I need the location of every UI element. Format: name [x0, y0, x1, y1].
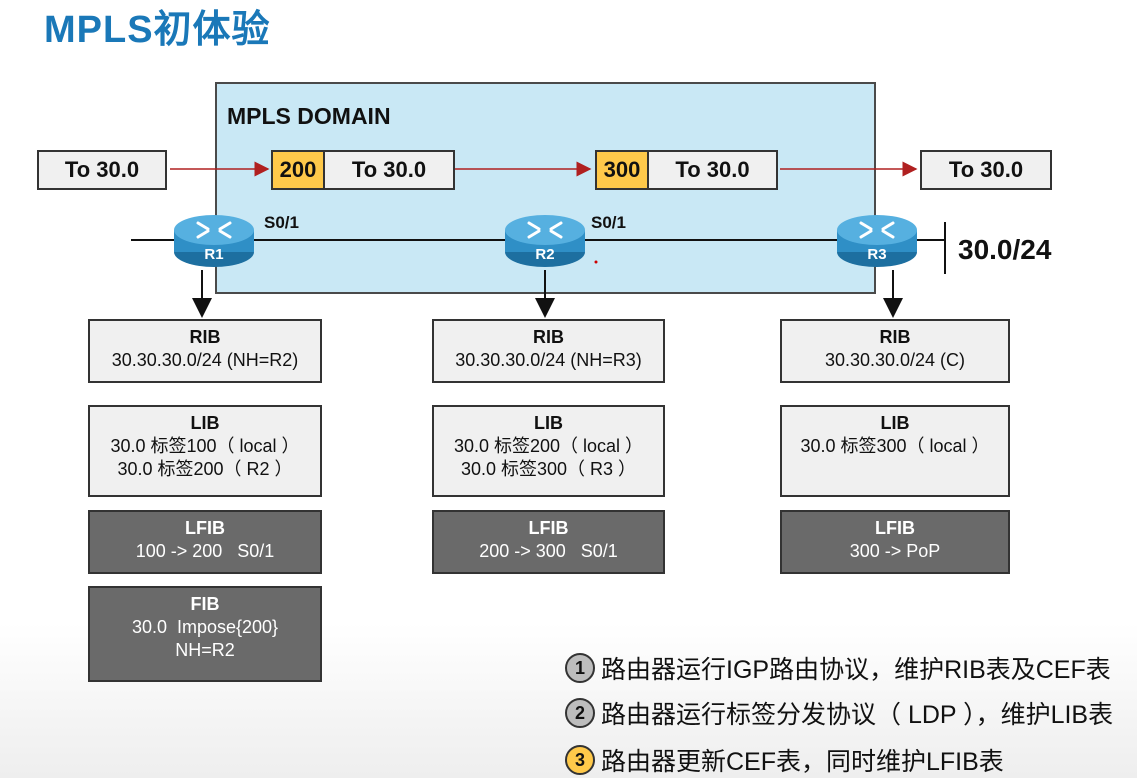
hop2-packet: To 30.0 [647, 150, 778, 190]
network-prefix: 30.0/24 [958, 234, 1052, 265]
r1-rib-table: RIB 30.30.30.0/24 (NH=R2) [88, 319, 322, 383]
r1-lib-table: LIB 30.0 标签100（ local ） 30.0 标签200（ R2 ） [88, 405, 322, 497]
table-title: LIB [534, 413, 563, 433]
table-row: 30.0 标签100（ local ） [110, 436, 300, 456]
r2-lfib-table: LFIB 200 -> 300 S0/1 [432, 510, 665, 574]
router-icon [837, 215, 917, 267]
r3-lib-table: LIB 30.0 标签300（ local ） [780, 405, 1010, 497]
step-number: 3 [565, 745, 595, 775]
r1-lfib-table: LFIB 100 -> 200 S0/1 [88, 510, 322, 574]
step-2: 2 路由器运行标签分发协议（ LDP ），维护LIB表 [565, 695, 1113, 731]
router-icon [505, 215, 585, 267]
domain-label: MPLS DOMAIN [227, 103, 391, 129]
router-r2-name: R2 [535, 246, 555, 263]
r1-fib-table: FIB 30.0 Impose{200} NH=R2 [88, 586, 322, 682]
r1-interface: S0/1 [264, 213, 299, 232]
step-number: 2 [565, 698, 595, 728]
table-title: LFIB [875, 518, 915, 538]
egress-packet: To 30.0 [920, 150, 1052, 190]
r2-lib-table: LIB 30.0 标签200（ local ） 30.0 标签300（ R3 ） [432, 405, 665, 497]
table-title: LIB [880, 413, 910, 433]
table-row: 30.0 标签300（ R3 ） [460, 459, 637, 479]
step-number: 1 [565, 653, 595, 683]
router-r2: R2 [503, 212, 587, 275]
label-300: 300 [595, 150, 649, 190]
table-title: LFIB [185, 518, 225, 538]
ingress-packet: To 30.0 [37, 150, 167, 190]
router-r1: R1 [172, 212, 256, 275]
step-3: 3 路由器更新CEF表，同时维护LFIB表 [565, 742, 1004, 778]
table-row: 30.30.30.0/24 (NH=R3) [455, 350, 642, 370]
r2-interface: S0/1 [591, 213, 626, 232]
router-r3: R3 [835, 212, 919, 275]
step-text: 路由器运行IGP路由协议，维护RIB表及CEF表 [601, 656, 1111, 684]
table-title: RIB [189, 327, 221, 347]
router-icon [174, 215, 254, 267]
router-r3-name: R3 [867, 246, 887, 263]
label-200: 200 [271, 150, 325, 190]
table-row: 30.0 标签200（ local ） [453, 436, 644, 456]
table-row: 200 -> 300 S0/1 [479, 541, 618, 561]
table-row: 300 -> PoP [849, 541, 941, 561]
table-title: RIB [533, 327, 564, 347]
table-title: FIB [190, 594, 220, 614]
table-row: 30.0 标签300（ local ） [800, 436, 990, 456]
page-title: MPLS初体验 [44, 9, 271, 51]
step-text: 路由器运行标签分发协议（ LDP ），维护LIB表 [601, 701, 1114, 729]
table-title: LFIB [528, 518, 569, 538]
router-r1-name: R1 [204, 246, 224, 263]
table-row: 30.30.30.0/24 (NH=R2) [111, 350, 299, 370]
table-row: 30.0 Impose{200} [131, 617, 279, 637]
table-row: 100 -> 200 S0/1 [135, 541, 275, 561]
hop1-packet: To 30.0 [323, 150, 455, 190]
step-text: 路由器更新CEF表，同时维护LFIB表 [601, 748, 1004, 776]
r2-rib-table: RIB 30.30.30.0/24 (NH=R3) [432, 319, 665, 383]
table-row: 30.30.30.0/24 (C) [824, 350, 966, 370]
table-row: NH=R2 [175, 640, 235, 660]
r3-rib-table: RIB 30.30.30.0/24 (C) [780, 319, 1010, 383]
step-1: 1 路由器运行IGP路由协议，维护RIB表及CEF表 [565, 650, 1111, 686]
table-title: LIB [190, 413, 220, 433]
r3-lfib-table: LFIB 300 -> PoP [780, 510, 1010, 574]
table-title: RIB [879, 327, 911, 347]
table-row: 30.0 标签200（ R2 ） [117, 459, 293, 479]
